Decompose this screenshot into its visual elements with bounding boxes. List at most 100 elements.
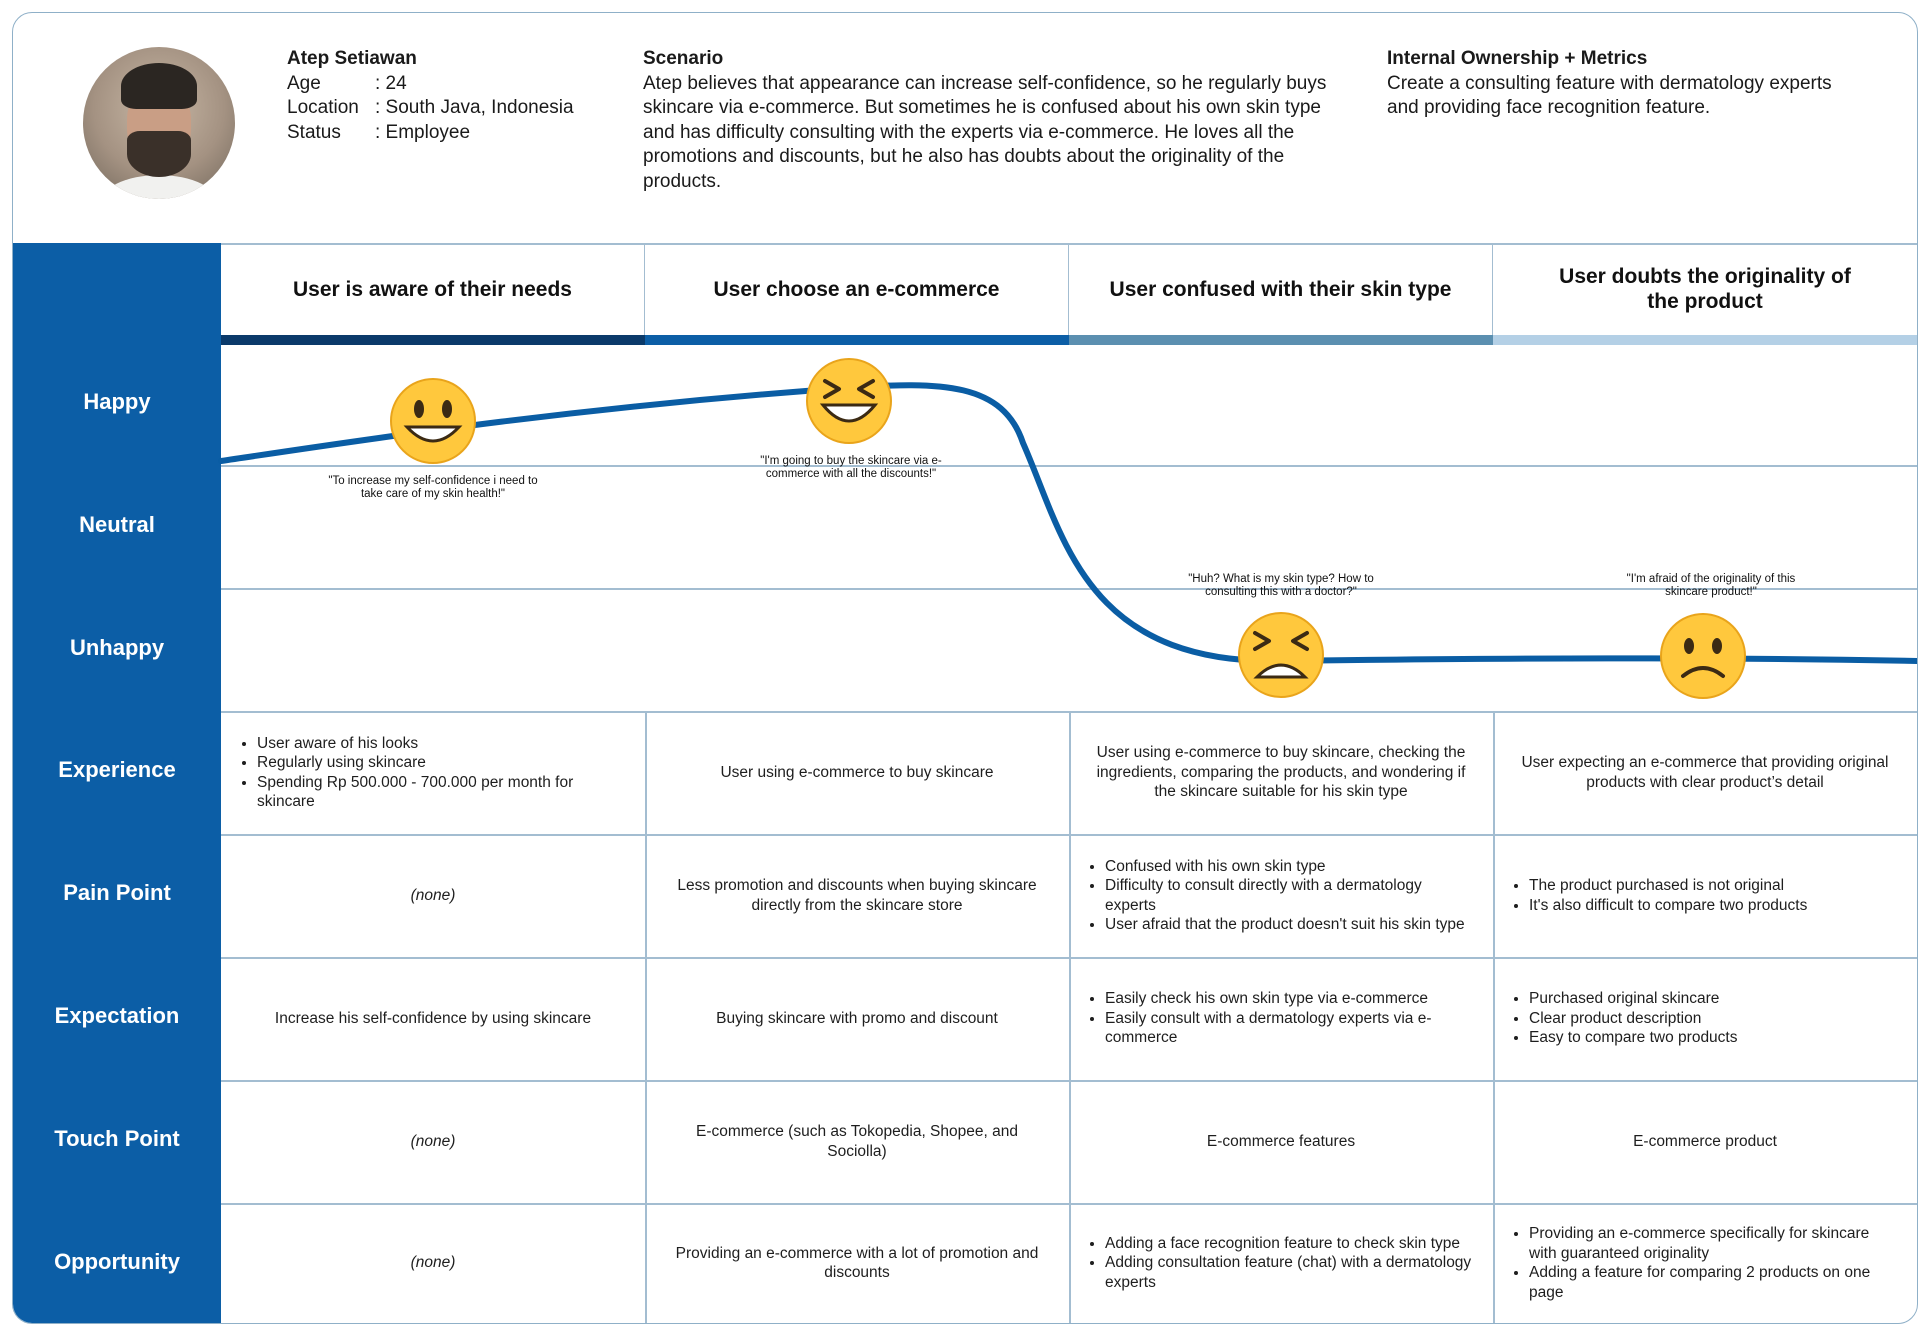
touch-point-cell-2: E-commerce (such as Tokopedia, Shopee, a… bbox=[645, 1080, 1069, 1203]
list-item: Confused with his own skin type bbox=[1105, 857, 1473, 877]
cell-text: Increase his self-confidence by using sk… bbox=[274, 1009, 592, 1027]
cell-text: Less promotion and discounts when buying… bbox=[677, 877, 1037, 914]
list-item: Easy to compare two products bbox=[1529, 1028, 1738, 1048]
expectation-cell-4: Purchased original skincareClear product… bbox=[1493, 957, 1917, 1080]
bullet-list: User aware of his looksRegularly using s… bbox=[241, 734, 625, 812]
experience-cell-4: User expecting an e-commerce that provid… bbox=[1493, 711, 1917, 834]
pain-point-cell-2: Less promotion and discounts when buying… bbox=[645, 834, 1069, 957]
list-item: Clear product description bbox=[1529, 1009, 1738, 1029]
list-item: Easily consult with a dermatology expert… bbox=[1105, 1009, 1473, 1048]
emotion-curve-layer bbox=[218, 358, 1917, 699]
level-label-happy: Happy bbox=[83, 389, 151, 414]
list-item: User aware of his looks bbox=[257, 734, 625, 754]
list-item: Difficulty to consult directly with a de… bbox=[1105, 876, 1473, 915]
stage-1-header: User is aware of their needs bbox=[221, 243, 645, 335]
cell-text: User using e-commerce to buy skincare bbox=[720, 763, 994, 781]
row-label-expectation: Expectation bbox=[54, 1003, 180, 1028]
list-item: Spending Rp 500.000 - 700.000 per month … bbox=[257, 773, 625, 812]
list-item: Easily check his own skin type via e-com… bbox=[1105, 989, 1473, 1009]
cell-text: Providing an e-commerce with a lot of pr… bbox=[675, 1244, 1039, 1282]
cell-text: (none) bbox=[410, 1132, 456, 1150]
stage-4-bar bbox=[1493, 335, 1917, 345]
touch-point-cell-3: E-commerce features bbox=[1069, 1080, 1493, 1203]
ownership-title: Internal Ownership + Metrics bbox=[1387, 48, 1648, 69]
opportunity-cell-3: Adding a face recognition feature to che… bbox=[1069, 1203, 1493, 1323]
quote-stage-3: "Huh? What is my skin type? How to consu… bbox=[1188, 573, 1374, 598]
touch-point-cell-4: E-commerce product bbox=[1493, 1080, 1917, 1203]
age-label: Age bbox=[287, 72, 321, 94]
stage-3-bar bbox=[1069, 335, 1493, 345]
expectation-cell-1: Increase his self-confidence by using sk… bbox=[221, 957, 645, 1080]
stage-2-header: User choose an e-commerce bbox=[645, 243, 1069, 335]
table-col-divider bbox=[1069, 711, 1071, 1323]
ownership-text: Create a consulting feature with dermato… bbox=[1387, 72, 1832, 119]
header-divider bbox=[13, 243, 1917, 245]
experience-cell-2: User using e-commerce to buy skincare bbox=[645, 711, 1069, 834]
bullet-list: Easily check his own skin type via e-com… bbox=[1089, 989, 1473, 1048]
bullet-list: Confused with his own skin typeDifficult… bbox=[1089, 857, 1473, 935]
expectation-cell-3: Easily check his own skin type via e-com… bbox=[1069, 957, 1493, 1080]
level-label-neutral: Neutral bbox=[79, 512, 155, 537]
pain-point-cell-4: The product purchased is not originalIt'… bbox=[1493, 834, 1917, 957]
row-label-touch-point: Touch Point bbox=[54, 1126, 180, 1151]
stage-2-title: User choose an e-commerce bbox=[713, 277, 1000, 301]
journey-map: Atep Setiawan Age : 24 Location : South Ja… bbox=[12, 12, 1918, 1324]
stage-3-header: User confused with their skin type bbox=[1069, 243, 1493, 335]
opportunity-cell-4: Providing an e-commerce specifically for… bbox=[1493, 1203, 1917, 1323]
bullet-list: The product purchased is not originalIt'… bbox=[1513, 876, 1807, 915]
cell-text: (none) bbox=[410, 1254, 456, 1272]
list-item: Purchased original skincare bbox=[1529, 989, 1738, 1009]
age-value: : 24 bbox=[375, 72, 407, 94]
stage-3-title: User confused with their skin type bbox=[1109, 277, 1452, 301]
persona-info: Atep Setiawan Age : 24 Location : South Ja… bbox=[287, 47, 627, 145]
pain-point-cell-1: (none) bbox=[221, 834, 645, 957]
ownership-block: Internal Ownership + Metrics Create a co… bbox=[1387, 47, 1857, 121]
row-label-pain-point: Pain Point bbox=[63, 880, 171, 905]
list-item: User afraid that the product doesn't sui… bbox=[1105, 915, 1473, 935]
cell-text: E-commerce features bbox=[1206, 1132, 1356, 1150]
list-item: Adding consultation feature (chat) with … bbox=[1105, 1253, 1473, 1292]
frowning-face-icon bbox=[1660, 613, 1746, 699]
grinning-face-icon bbox=[390, 378, 476, 464]
bullet-list: Adding a face recognition feature to che… bbox=[1089, 1234, 1473, 1293]
expectation-cell-2: Buying skincare with promo and discount bbox=[645, 957, 1069, 1080]
stage-1-title: User is aware of their needs bbox=[293, 277, 572, 301]
list-item: Adding a face recognition feature to che… bbox=[1105, 1234, 1473, 1254]
quote-stage-1: "To increase my self-confidence i need t… bbox=[328, 475, 538, 500]
emotion-gridline bbox=[221, 465, 1917, 467]
quote-stage-4: "I'm afraid of the originality of this s… bbox=[1626, 573, 1796, 598]
persona-avatar bbox=[83, 47, 235, 199]
row-label-opportunity: Opportunity bbox=[54, 1249, 180, 1274]
bullet-list: Purchased original skincareClear product… bbox=[1513, 989, 1738, 1048]
location-value: : South Java, Indonesia bbox=[375, 97, 574, 118]
cell-text: E-commerce product bbox=[1633, 1132, 1777, 1150]
experience-cell-1: User aware of his looksRegularly using s… bbox=[221, 711, 645, 834]
touch-point-cell-1: (none) bbox=[221, 1080, 645, 1203]
location-label: Location bbox=[287, 97, 359, 118]
cell-text: E-commerce (such as Tokopedia, Shopee, a… bbox=[696, 1123, 1018, 1160]
list-item: Providing an e-commerce specifically for… bbox=[1529, 1224, 1897, 1263]
level-label-unhappy: Unhappy bbox=[69, 635, 165, 660]
list-item: Regularly using skincare bbox=[257, 753, 625, 773]
opportunity-cell-2: Providing an e-commerce with a lot of pr… bbox=[645, 1203, 1069, 1323]
squinting-face-icon bbox=[806, 358, 892, 444]
quote-stage-2: "I'm going to buy the skincare via e-com… bbox=[760, 455, 942, 480]
table-col-divider bbox=[645, 711, 647, 1323]
cell-text: Buying skincare with promo and discount bbox=[716, 1009, 998, 1027]
stage-2-bar bbox=[645, 335, 1069, 345]
row-label-column bbox=[13, 243, 221, 1323]
scenario-text: Atep believes that appearance can increa… bbox=[643, 72, 1327, 192]
scenario-title: Scenario bbox=[643, 48, 724, 69]
cell-text: User expecting an e-commerce that provid… bbox=[1521, 754, 1889, 791]
stage-4-header: User doubts the originality of the produ… bbox=[1493, 243, 1917, 335]
stage-4-title: User doubts the originality of the produ… bbox=[1559, 265, 1851, 313]
list-item: It's also difficult to compare two produ… bbox=[1529, 896, 1807, 916]
persona-name: Atep Setiawan bbox=[287, 48, 417, 69]
emotion-gridline bbox=[221, 588, 1917, 590]
list-item: The product purchased is not original bbox=[1529, 876, 1807, 896]
scenario-block: Scenario Atep believes that appearance c… bbox=[643, 47, 1353, 194]
pain-point-cell-3: Confused with his own skin typeDifficult… bbox=[1069, 834, 1493, 957]
opportunity-cell-1: (none) bbox=[221, 1203, 645, 1323]
table-col-divider bbox=[1493, 711, 1495, 1323]
tired-face-icon bbox=[1238, 612, 1324, 698]
